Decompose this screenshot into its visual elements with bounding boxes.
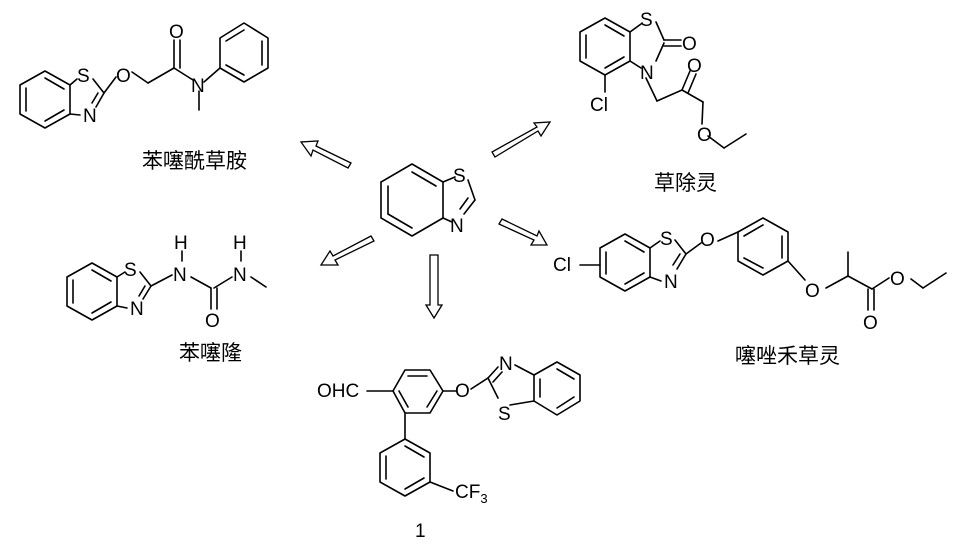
n-atom-amide-1: N	[191, 76, 205, 97]
cl-atom-2: Cl	[590, 95, 608, 116]
compound-number: 1	[415, 521, 426, 542]
o-atom-carbonyl-1: O	[169, 22, 184, 43]
s-atom-4: S	[660, 229, 673, 250]
n-atom-1: N	[83, 106, 97, 127]
name-top-left: 苯噻酰草胺	[142, 149, 247, 173]
s-atom-1: S	[77, 66, 90, 87]
compound-top-left: S N O O N 苯噻酰草胺	[19, 22, 269, 173]
n-atom-1b: N	[499, 354, 513, 375]
central-benzothiazole: S N	[380, 163, 476, 237]
o-atom-ester-4: O	[890, 269, 905, 290]
name-top-right: 草除灵	[654, 171, 717, 195]
central-sulfur: S	[453, 166, 466, 187]
o-atom-carbonyl-2: O	[682, 34, 697, 55]
compound-middle-right: S N Cl O O O O 噻唑禾草灵	[553, 217, 947, 368]
compound-1: OHC O N S CF3 1	[317, 354, 581, 542]
n-atom-urea-3a: N	[173, 265, 187, 286]
central-nitrogen: N	[450, 216, 464, 237]
o-atom-urea-3: O	[205, 311, 220, 332]
compound-middle-left: S N H N H N O 苯噻隆	[66, 233, 267, 365]
arrow-down	[424, 254, 444, 320]
n-atom-3: N	[130, 299, 144, 320]
n-atom-4: N	[664, 272, 678, 293]
s-atom-3: S	[124, 260, 137, 281]
s-atom-1b: S	[498, 404, 511, 425]
arrow-up-left	[299, 140, 352, 169]
s-atom-2: S	[640, 10, 653, 31]
o-atom-ether-4a: O	[700, 230, 715, 251]
o-atom-ether-4b: O	[805, 281, 820, 302]
h-atom-3b: H	[233, 233, 247, 254]
cl-atom-4: Cl	[553, 255, 571, 276]
name-middle-right: 噻唑禾草灵	[735, 344, 840, 368]
ohc-group: OHC	[317, 381, 359, 402]
cf3-group: CF3	[455, 482, 488, 506]
o-atom-ether-1: O	[116, 66, 131, 87]
n-atom-urea-3b: N	[233, 265, 247, 286]
o-atom-ester-carbonyl-2: O	[687, 56, 702, 77]
n-atom-2: N	[640, 63, 654, 84]
compound-top-right: S O N Cl O O 草除灵	[579, 10, 747, 195]
arrow-up-right	[491, 121, 552, 158]
h-atom-3a: H	[174, 233, 188, 254]
o-atom-carbonyl-4: O	[863, 313, 878, 334]
name-middle-left: 苯噻隆	[179, 341, 242, 365]
arrow-down-right	[498, 218, 549, 246]
o-atom-ether-1b: O	[455, 381, 470, 402]
arrow-down-left	[319, 235, 375, 266]
o-atom-ester-2: O	[697, 125, 712, 146]
